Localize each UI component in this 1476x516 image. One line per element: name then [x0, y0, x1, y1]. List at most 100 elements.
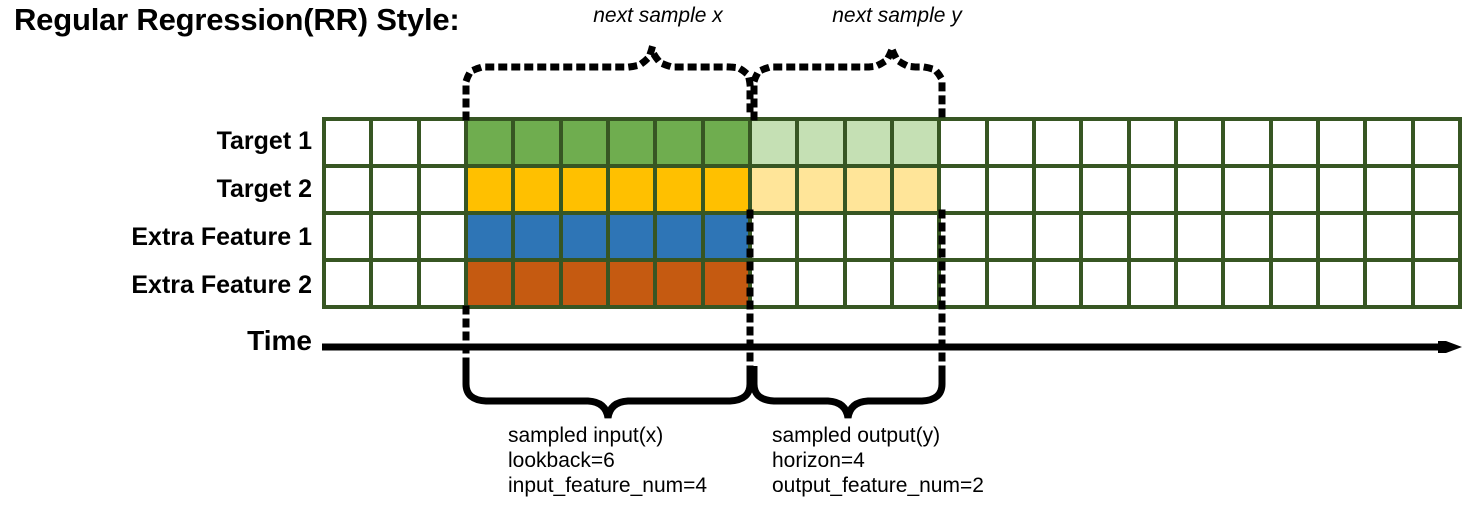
- grid-cell-empty-r2-c18: [1130, 168, 1174, 211]
- grid-cell-empty-r3-c19: [1177, 215, 1222, 258]
- grid-cell-empty-r1-c2: [373, 121, 417, 164]
- grid-cell-output-r2-c11: [799, 168, 843, 211]
- grid-cell-input-r4-c9: [704, 262, 748, 305]
- grid-cell-empty-r3-c12: [846, 215, 890, 258]
- grid-cell-input-r2-c4: [467, 168, 512, 211]
- caption-output-line-1: sampled output(y): [772, 424, 941, 447]
- grid-cell-empty-r4-c10: [751, 262, 796, 305]
- grid-cell-empty-r1-c18: [1130, 121, 1174, 164]
- page-title: Regular Regression(RR) Style:: [14, 2, 460, 37]
- grid-cell-input-r4-c8: [657, 262, 701, 305]
- grid-cell-empty-r2-c22: [1319, 168, 1364, 211]
- grid-cell-empty-r2-c16: [1035, 168, 1080, 211]
- grid-cell-input-r3-c4: [467, 215, 512, 258]
- grid-cell-input-r2-c8: [657, 168, 701, 211]
- grid-cell-empty-r1-c15: [988, 121, 1032, 164]
- grid-cell-empty-r2-c3: [420, 168, 464, 211]
- grid-cell-empty-r4-c15: [988, 262, 1032, 305]
- grid-cell-empty-r4-c13: [893, 262, 938, 305]
- grid-cell-output-r2-c13: [893, 168, 938, 211]
- grid-cell-input-r3-c8: [657, 215, 701, 258]
- grid-cell-empty-r3-c22: [1319, 215, 1364, 258]
- grid-cell-empty-r2-c1: [326, 168, 370, 211]
- grid-cell-empty-r3-c16: [1035, 215, 1080, 258]
- grid-cell-output-r1-c12: [846, 121, 890, 164]
- grid-cell-empty-r1-c23: [1367, 121, 1411, 164]
- grid-cell-empty-r3-c17: [1083, 215, 1127, 258]
- grid-cell-input-r3-c6: [562, 215, 606, 258]
- grid-cell-empty-r4-c14: [941, 262, 985, 305]
- grid-cell-input-r2-c6: [562, 168, 606, 211]
- grid-cell-output-r2-c12: [846, 168, 890, 211]
- grid-cell-input-r2-c7: [609, 168, 654, 211]
- grid-cell-empty-r1-c14: [941, 121, 985, 164]
- grid-cell-empty-r4-c19: [1177, 262, 1222, 305]
- grid-cell-empty-r4-c22: [1319, 262, 1364, 305]
- grid-cell-empty-r3-c10: [751, 215, 796, 258]
- grid-cell-empty-r3-c15: [988, 215, 1032, 258]
- grid-cell-empty-r1-c17: [1083, 121, 1127, 164]
- grid-cell-input-r1-c4: [467, 121, 512, 164]
- grid-cell-input-r3-c5: [515, 215, 559, 258]
- time-axis-label: Time: [247, 325, 312, 356]
- grid-cell-empty-r4-c16: [1035, 262, 1080, 305]
- caption-sampled-input: sampled input(x) lookback=6 input_featur…: [508, 423, 707, 498]
- grid-cell-input-r3-c9: [704, 215, 748, 258]
- grid-cell-output-r1-c11: [799, 121, 843, 164]
- grid-cell-empty-r3-c1: [326, 215, 370, 258]
- grid-cell-input-r4-c4: [467, 262, 512, 305]
- caption-input-line-1: sampled input(x): [508, 424, 664, 447]
- row-label-list: Target 1 Target 2 Extra Feature 1 Extra …: [0, 117, 312, 309]
- grid-cell-empty-r4-c17: [1083, 262, 1127, 305]
- annotation-next-sample-y: next sample y: [832, 4, 962, 27]
- grid-cell-input-r1-c7: [609, 121, 654, 164]
- grid-cell-empty-r4-c11: [799, 262, 843, 305]
- grid-cell-empty-r3-c11: [799, 215, 843, 258]
- grid-cell-empty-r2-c19: [1177, 168, 1222, 211]
- grid-cell-empty-r2-c15: [988, 168, 1032, 211]
- grid-cell-empty-r3-c24: [1414, 215, 1458, 258]
- grid-cell-empty-r3-c13: [893, 215, 938, 258]
- caption-sampled-output: sampled output(y) horizon=4 output_featu…: [772, 423, 984, 498]
- row-label-extra-feature-2: Extra Feature 2: [131, 271, 312, 299]
- grid-cell-empty-r2-c24: [1414, 168, 1458, 211]
- grid-cell-input-r3-c7: [609, 215, 654, 258]
- grid-cell-input-r1-c5: [515, 121, 559, 164]
- grid-cell-empty-r3-c21: [1272, 215, 1316, 258]
- grid-cell-input-r4-c6: [562, 262, 606, 305]
- grid-cell-input-r2-c9: [704, 168, 748, 211]
- grid-cell-output-r1-c10: [751, 121, 796, 164]
- grid-cell-empty-r2-c21: [1272, 168, 1316, 211]
- grid-cell-empty-r2-c20: [1225, 168, 1269, 211]
- grid-cell-empty-r3-c18: [1130, 215, 1174, 258]
- grid-cell-empty-r4-c20: [1225, 262, 1269, 305]
- grid-cell-empty-r1-c1: [326, 121, 370, 164]
- grid-cell-empty-r1-c3: [420, 121, 464, 164]
- grid-cell-empty-r1-c22: [1319, 121, 1364, 164]
- grid-cell-empty-r3-c2: [373, 215, 417, 258]
- grid-cell-input-r1-c9: [704, 121, 748, 164]
- grid-cell-input-r4-c5: [515, 262, 559, 305]
- row-label-extra-feature-1: Extra Feature 1: [131, 223, 312, 251]
- grid-cell-empty-r2-c23: [1367, 168, 1411, 211]
- grid-cell-input-r2-c5: [515, 168, 559, 211]
- grid-cell-empty-r1-c19: [1177, 121, 1222, 164]
- grid-cell-empty-r2-c17: [1083, 168, 1127, 211]
- caption-input-line-3: input_feature_num=4: [508, 474, 708, 497]
- grid-cell-empty-r1-c21: [1272, 121, 1316, 164]
- timeline-grid: [322, 117, 1462, 309]
- row-label-target-2: Target 2: [216, 175, 312, 203]
- grid-cell-empty-r4-c21: [1272, 262, 1316, 305]
- grid-cell-empty-r4-c24: [1414, 262, 1458, 305]
- caption-input-line-2: lookback=6: [508, 449, 615, 472]
- grid-cell-empty-r4-c12: [846, 262, 890, 305]
- grid-cell-empty-r2-c2: [373, 168, 417, 211]
- grid-cell-empty-r2-c14: [941, 168, 985, 211]
- grid-cell-empty-r1-c20: [1225, 121, 1269, 164]
- grid-cell-empty-r4-c23: [1367, 262, 1411, 305]
- grid-cell-empty-r3-c3: [420, 215, 464, 258]
- grid-cell-input-r4-c7: [609, 262, 654, 305]
- grid-cell-empty-r3-c23: [1367, 215, 1411, 258]
